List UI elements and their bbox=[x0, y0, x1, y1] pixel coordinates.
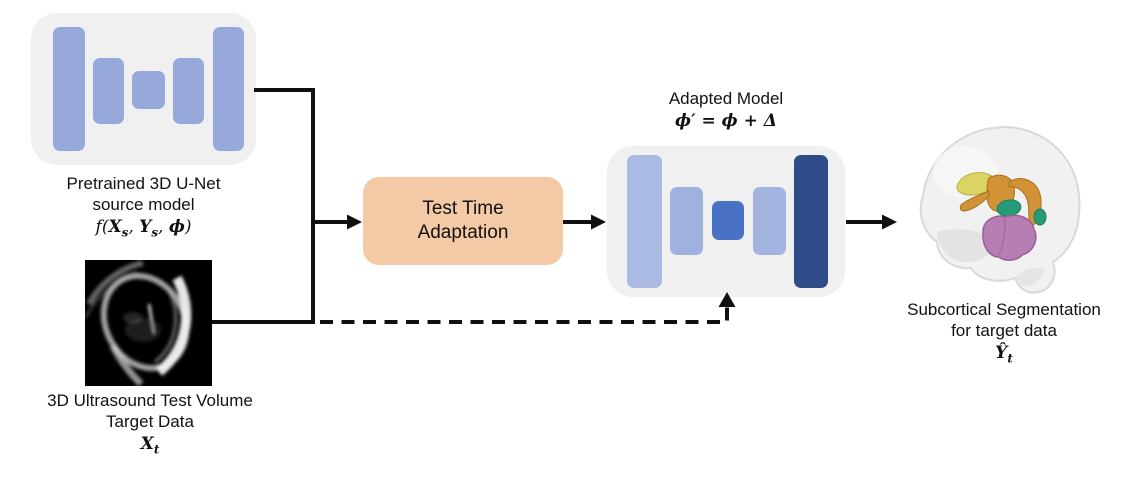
pretrained-unet-box bbox=[31, 13, 256, 165]
ultrasound-bright-band bbox=[155, 275, 192, 376]
segmentation-purple-lobe-line bbox=[998, 217, 1006, 256]
brain-segmentation-image bbox=[919, 126, 1081, 294]
output-symbol: Ŷt bbox=[995, 343, 1013, 366]
adapted-unet-bar bbox=[794, 155, 828, 288]
tta-label-line2: Adaptation bbox=[417, 222, 509, 243]
connector-pretrained-to-junction bbox=[254, 88, 315, 324]
unet-bar bbox=[132, 71, 165, 109]
test-time-adaptation-box: Test Time Adaptation bbox=[363, 177, 563, 265]
ultrasound-tissue bbox=[123, 312, 143, 324]
unet-bar bbox=[213, 27, 244, 151]
brain-stem-shadow bbox=[1015, 267, 1045, 287]
adapted-unet-bar bbox=[670, 187, 703, 255]
adapted-model-formula: ϕ′ = ϕ + Δ bbox=[675, 111, 777, 131]
brain-temporal-shadow bbox=[937, 229, 997, 263]
test-volume-caption: 3D Ultrasound Test Volume Target Data Xt bbox=[16, 390, 284, 460]
target-data-symbol: Xt bbox=[140, 434, 160, 457]
tta-label-line1: Test Time bbox=[422, 198, 504, 219]
pretrained-caption-line1: Pretrained 3D U-Net bbox=[66, 174, 221, 193]
ultrasound-tissue bbox=[125, 318, 161, 342]
output-caption-line1: Subcortical Segmentation bbox=[907, 300, 1101, 319]
pretrained-model-formula: f(Xs, Ys, ϕ) bbox=[95, 217, 192, 240]
test-volume-caption-line1: 3D Ultrasound Test Volume bbox=[47, 391, 253, 410]
pretrained-caption-line2: source model bbox=[92, 195, 195, 214]
unet-bar bbox=[53, 27, 85, 151]
pretrained-model-caption: Pretrained 3D U-Net source model f(Xs, Y… bbox=[28, 173, 259, 243]
ultrasound-inner-arc bbox=[153, 289, 178, 364]
adapted-model-title-text: Adapted Model bbox=[668, 89, 784, 108]
segmentation-structure-purple bbox=[982, 214, 1037, 261]
ultrasound-image bbox=[85, 260, 212, 386]
segmentation-structure-orange-arm bbox=[959, 190, 990, 212]
unet-bar bbox=[173, 58, 204, 124]
unet-bar bbox=[93, 58, 124, 124]
adapted-unet-bar bbox=[712, 201, 744, 240]
segmentation-structure-teal-small bbox=[1033, 208, 1047, 226]
adapted-model-title: Adapted Model ϕ′ = ϕ + Δ bbox=[607, 88, 845, 132]
output-caption-line2: for target data bbox=[951, 321, 1057, 340]
adapted-unet-bar bbox=[753, 187, 786, 255]
output-caption: Subcortical Segmentation for target data… bbox=[884, 299, 1124, 369]
test-volume-caption-line2: Target Data bbox=[106, 412, 194, 431]
adapted-unet-box bbox=[607, 146, 845, 297]
arrowhead-into-tta-icon bbox=[347, 214, 362, 230]
arrowhead-into-brain-icon bbox=[882, 214, 897, 230]
ultrasound-outer-arc bbox=[86, 260, 144, 306]
ultrasound-lower-streak bbox=[109, 344, 144, 386]
connector-dashed-target-to-adapted bbox=[320, 307, 729, 324]
adapted-unet-bar bbox=[627, 155, 662, 288]
arrowhead-into-adapted-icon bbox=[591, 214, 606, 230]
